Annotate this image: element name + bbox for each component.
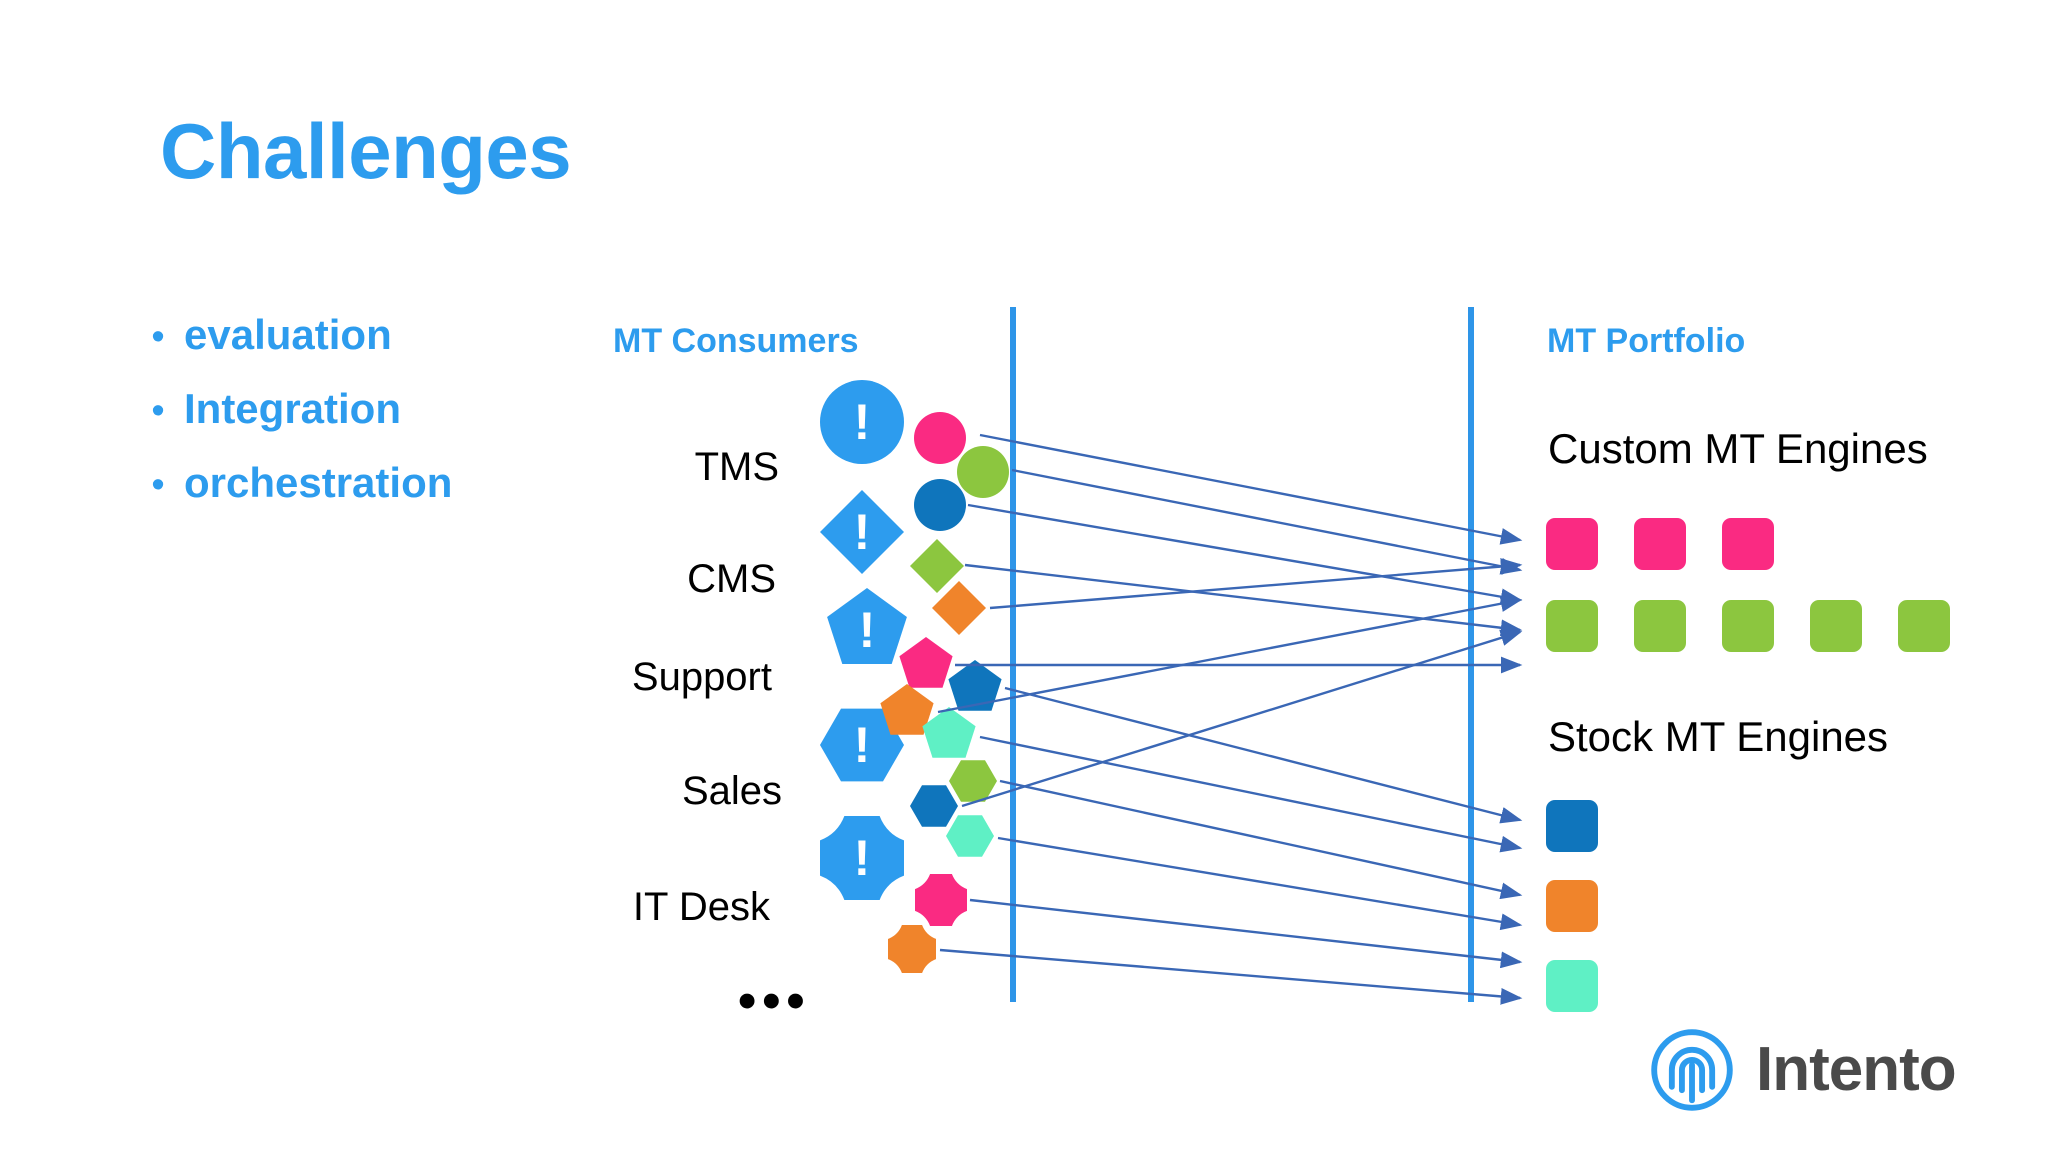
engine-square-pink: [1634, 518, 1686, 570]
connection-arrow-4: [964, 563, 1523, 637]
consumer-label-tms: TMS: [694, 445, 779, 489]
consumer-token-hexagon-deep_blue: [910, 785, 958, 827]
consumer-token-circle-pink: [914, 412, 966, 464]
consumer-token-diamond-orange: [932, 581, 986, 635]
logo-wordmark: Intento: [1756, 1035, 1957, 1104]
page-title: Challenges: [160, 107, 572, 195]
consumer-badge-tms: !: [820, 380, 904, 464]
connection-arrow-5: [989, 558, 1523, 610]
challenges-bullet-list: • evaluation • Integration • orchestrati…: [150, 311, 610, 535]
custom-mt-engines-label: Custom MT Engines: [1548, 425, 1928, 472]
consumer-token-hexagon-green: [949, 760, 997, 802]
bullet-marker-icon: •: [151, 464, 165, 507]
engine-square-mint: [1546, 960, 1598, 1012]
bullet-label: evaluation: [184, 311, 392, 358]
intento-antenna-icon: [1651, 1029, 1733, 1111]
consumer-token-pentagon-orange: [880, 684, 934, 735]
engine-square-deep_blue: [1546, 800, 1598, 852]
consumer-token-pentagon-mint: [922, 707, 976, 758]
engine-square-green: [1722, 600, 1774, 652]
connection-arrow-11: [961, 629, 1523, 808]
stock-mt-engines-label: Stock MT Engines: [1548, 713, 1889, 760]
alert-exclamation-icon: !: [854, 830, 871, 886]
consumer-badge-cms: !: [820, 490, 904, 574]
connection-arrow-10: [999, 779, 1523, 900]
connection-arrow-9: [979, 735, 1523, 853]
connection-arrow-2: [1011, 468, 1523, 575]
mt-portfolio-header: MT Portfolio: [1547, 322, 1746, 360]
alert-exclamation-icon: !: [859, 602, 876, 658]
consumer-badge-it-desk: !: [820, 816, 904, 900]
engine-square-pink: [1722, 518, 1774, 570]
bullet-label: orchestration: [184, 459, 453, 507]
engine-square-green: [1810, 600, 1862, 652]
consumer-token-starburst-orange: [888, 925, 936, 973]
alert-exclamation-icon: !: [854, 717, 871, 773]
intento-logo: Intento: [1650, 1028, 1957, 1112]
consumer-badge-shape-icon: [820, 490, 904, 574]
consumer-badge-shape-icon: [820, 380, 904, 464]
list-item: • Integration: [150, 385, 610, 433]
consumer-label-support: Support: [631, 655, 772, 699]
bullet-marker-icon: •: [151, 316, 165, 358]
bullet-label: Integration: [184, 385, 401, 433]
consumer-token-circle-green: [957, 446, 1009, 498]
alert-exclamation-icon: !: [854, 504, 871, 560]
more-consumers-ellipsis: •••: [738, 972, 811, 1030]
consumer-token-pentagon-deep_blue: [948, 660, 1002, 711]
engine-square-orange: [1546, 880, 1598, 932]
connection-arrow-3: [967, 503, 1523, 606]
engine-square-green: [1898, 600, 1950, 652]
list-item: • evaluation: [150, 311, 610, 358]
list-item: • orchestration: [150, 460, 610, 506]
consumer-badge-shape-icon: [820, 816, 904, 900]
consumer-label-cms: CMS: [687, 557, 776, 601]
consumer-token-pentagon-pink: [899, 637, 953, 688]
consumer-badge-shape-icon: [820, 708, 904, 782]
engine-square-pink: [1546, 518, 1598, 570]
consumer-label-sales: Sales: [681, 769, 782, 813]
connection-arrow-13: [969, 898, 1523, 969]
engine-square-green: [1546, 600, 1598, 652]
engine-square-green: [1634, 600, 1686, 652]
consumer-label-it-desk: IT Desk: [632, 885, 770, 929]
connection-arrow-8: [937, 595, 1523, 714]
mt-consumers-header: MT Consumers: [613, 322, 859, 360]
consumer-token-hexagon-mint: [946, 815, 994, 857]
connection-arrow-14: [939, 948, 1523, 1005]
alert-exclamation-icon: !: [854, 394, 871, 450]
connection-arrow-12: [997, 836, 1523, 931]
bullet-marker-icon: •: [151, 390, 165, 433]
consumer-token-diamond-green: [910, 539, 964, 593]
consumer-badge-shape-icon: [827, 588, 907, 664]
consumer-badge-support: !: [827, 588, 907, 664]
consumer-token-starburst-pink: [915, 874, 967, 926]
consumer-badge-sales: !: [820, 708, 904, 782]
connection-arrow-1: [979, 433, 1523, 545]
consumer-token-circle-deep_blue: [914, 479, 966, 531]
connection-arrow-7: [1004, 686, 1523, 824]
